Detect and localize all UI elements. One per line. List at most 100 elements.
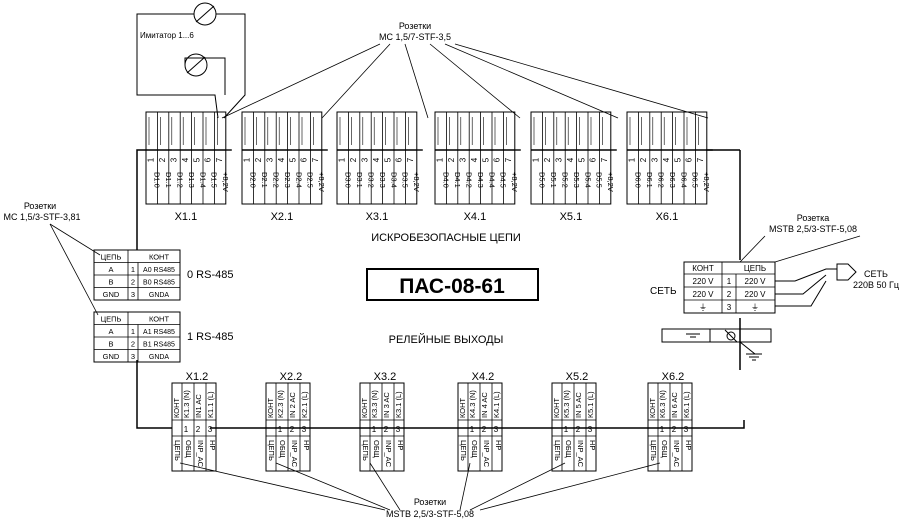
pin-number: 4 xyxy=(470,157,479,162)
page-title: ПАС-08-61 xyxy=(399,275,505,298)
pin-number: 3 xyxy=(302,425,307,434)
imitator: Имитатор 1...6 xyxy=(136,2,246,119)
pin-number: 2 xyxy=(576,425,581,434)
pin-number: 4 xyxy=(181,157,190,162)
contact-label: IN 5 AC xyxy=(574,392,583,418)
connector-name: X5.1 xyxy=(560,211,583,223)
contact-label: IN 6 AC xyxy=(670,392,679,418)
pin-number: 1 xyxy=(243,157,252,162)
pin-number: 1 xyxy=(470,425,475,434)
rs485-label: 0 RS-485 xyxy=(187,269,233,281)
signal-label: D4.0 xyxy=(442,172,451,188)
contact-label: K6.3 (N) xyxy=(658,390,667,418)
pin-number: 3 xyxy=(588,425,593,434)
signal-label: D5.1 xyxy=(549,172,558,188)
mains-pin: 2 xyxy=(727,290,732,299)
connector-name: X1.2 xyxy=(186,371,209,383)
signal-label: D1.3 xyxy=(187,172,196,188)
imitator-label: Имитатор 1...6 xyxy=(140,31,194,40)
rs485-pin: 1 xyxy=(131,327,135,336)
rs485-circuit: A xyxy=(108,327,113,336)
right-note: Розетка MSTB 2,5/3-STF-5,08 xyxy=(739,213,861,263)
connector-name: X3.2 xyxy=(374,371,397,383)
pin-number: 1 xyxy=(436,157,445,162)
signal-label: D2.2 xyxy=(272,172,281,188)
mains-circuit: ⏚ xyxy=(751,303,759,312)
left-note-line2: MC 1,5/3-STF-3,81 xyxy=(3,212,80,222)
mains-ext-line2: 220В 50 Гц xyxy=(853,280,899,290)
rs485-circuit: A xyxy=(108,265,113,274)
signal-label: D1.1 xyxy=(164,172,173,188)
signal-label: D6.5 xyxy=(691,172,700,188)
pin-number: 4 xyxy=(277,157,286,162)
table-header-contact: КОНТ xyxy=(149,315,170,324)
pin-number: 5 xyxy=(673,157,682,162)
circuit-label: INP_AC xyxy=(482,440,491,468)
rs485-pin: 2 xyxy=(131,278,135,287)
pin-number: 3 xyxy=(651,157,660,162)
top-leaders xyxy=(221,43,709,119)
pin-number: 7 xyxy=(311,157,320,162)
circuit-label: INP_AC xyxy=(290,440,299,468)
signal-label: D6.1 xyxy=(645,172,654,188)
contact-label: IN 4 AC xyxy=(480,392,489,418)
signal-label: D2.0 xyxy=(249,172,258,188)
pin-number: 5 xyxy=(577,157,586,162)
pin-number: 2 xyxy=(672,425,677,434)
pin-number: 3 xyxy=(170,157,179,162)
circuit-label: ОБЩ xyxy=(660,440,669,458)
circuit-label: НР xyxy=(588,440,597,450)
rs485-circuit: B xyxy=(108,340,113,349)
circuit-label: ОБЩ xyxy=(278,440,287,458)
table-header-contact: КОНТ xyxy=(149,253,170,262)
contact-label: K3.1 (L) xyxy=(394,391,403,418)
pin-number: 6 xyxy=(685,157,694,162)
signal-label: D4.2 xyxy=(465,172,474,188)
signal-label: D6.3 xyxy=(668,172,677,188)
signal-label: +8,2V xyxy=(510,172,519,192)
mains-circuit: 220 V xyxy=(745,290,767,299)
tsep-header: ЦЕПЬ xyxy=(173,440,182,461)
tsep-header: ЦЕПЬ xyxy=(267,440,276,461)
pin-number: 4 xyxy=(566,157,575,162)
mains-pin: 3 xyxy=(727,303,732,312)
top-connectors: 1D1.02D1.13D1.24D1.35D1.46D1.57+8,2VX1.1… xyxy=(136,111,740,223)
rs485-pin: 3 xyxy=(131,352,135,361)
signal-label: +8,2V xyxy=(702,172,711,192)
pin-number: 5 xyxy=(481,157,490,162)
signal-label: +8,2V xyxy=(412,172,421,192)
rs485-contact: B1 RS485 xyxy=(143,342,175,349)
mains-label: СЕТЬ xyxy=(650,286,677,297)
bottom-note-line1: Розетки xyxy=(414,497,446,507)
pin-number: 2 xyxy=(384,425,389,434)
signal-label: D4.1 xyxy=(453,172,462,188)
kont-header: КОНТ xyxy=(172,397,181,418)
circuit-label: НР xyxy=(208,440,217,450)
pin-number: 1 xyxy=(338,157,347,162)
pin-number: 3 xyxy=(555,157,564,162)
circuit-label: НР xyxy=(302,440,311,450)
pin-number: 7 xyxy=(696,157,705,162)
pin-number: 4 xyxy=(662,157,671,162)
rs485-pin: 1 xyxy=(131,265,135,274)
kont-header: КОНТ xyxy=(648,397,657,418)
bottom-note: Розетки MSTB 2,5/3-STF-5,08 xyxy=(179,462,661,519)
pin-number: 5 xyxy=(383,157,392,162)
bus-left-lower xyxy=(136,360,172,429)
contact-label: IN 3 AC xyxy=(382,392,391,418)
bottom-note-line2: MSTB 2,5/3-STF-5,08 xyxy=(386,509,474,519)
contact-label: K4.3 (N) xyxy=(468,390,477,418)
mains-circuit: 220 V xyxy=(745,277,767,286)
pin-number: 6 xyxy=(204,157,213,162)
rs485-contact: GNDA xyxy=(149,292,170,299)
signal-label: D5.0 xyxy=(538,172,547,188)
pin-number: 2 xyxy=(254,157,263,162)
contact-label: K5.1 (L) xyxy=(586,391,595,418)
circuit-label: ОБЩ xyxy=(564,440,573,458)
pin-number: 3 xyxy=(494,425,499,434)
pin-number: 1 xyxy=(532,157,541,162)
